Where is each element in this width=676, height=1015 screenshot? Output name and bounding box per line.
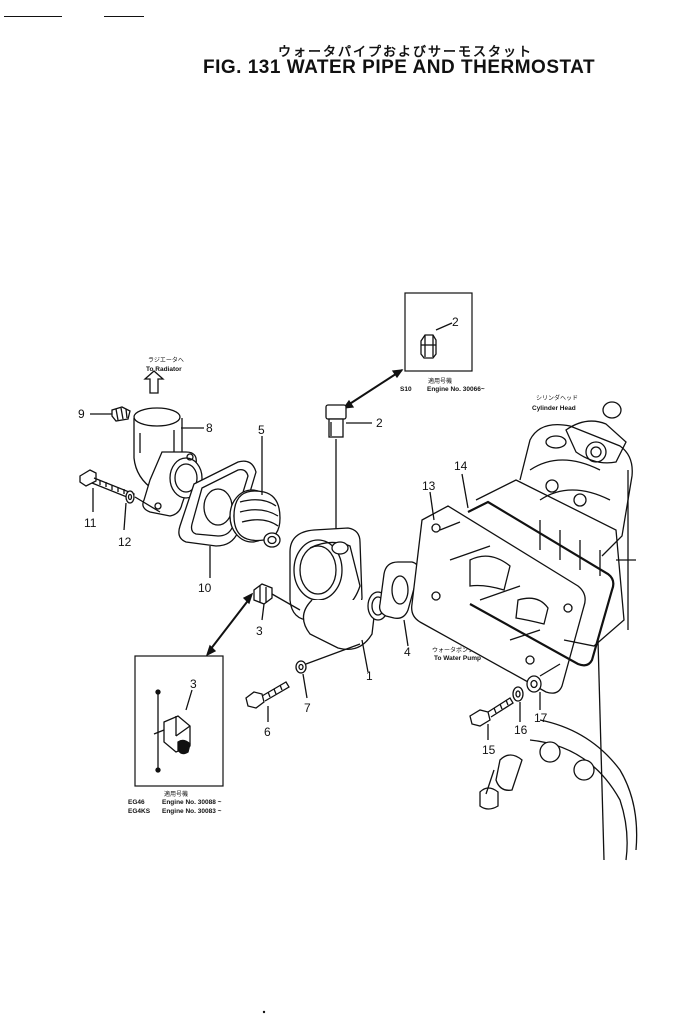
callout-7: 7: [304, 701, 311, 715]
callout-14: 14: [454, 459, 468, 473]
leader-arrow-inset-bottom: [205, 592, 254, 657]
callout-1: 1: [366, 669, 373, 683]
cylinder-head-jp: シリンダヘッド: [536, 394, 578, 402]
callout-4: 4: [404, 645, 411, 659]
to-water-pump-jp: ウォータポンプへ: [432, 646, 480, 654]
inset-bottom-row1-engine: Engine No. 30088 ~: [162, 799, 222, 806]
part-15-bolt: [469, 697, 514, 740]
inset-bottom-applies-jp: 適用号機: [164, 790, 188, 798]
callout-3: 3: [256, 624, 263, 638]
part-3-thermo-sensor: [253, 583, 301, 621]
figure-title-japanese: ウォータパイプおよびサーモスタット: [278, 45, 534, 60]
sensor-icon: [153, 715, 191, 755]
part-7-washer: [295, 643, 361, 699]
callout-6: 6: [264, 725, 271, 739]
part-1-thermostat-housing: [289, 527, 389, 673]
inset-bottom-row2-model: EG4KS: [128, 808, 151, 815]
part-6-bolt: [245, 681, 290, 722]
leader-arrow-inset-top: [342, 369, 404, 409]
inset-box-top: 2: [404, 292, 473, 372]
callout-9: 9: [78, 407, 85, 421]
part-12-washer: [123, 490, 161, 531]
callout-16: 16: [514, 723, 528, 737]
callout-2: 2: [376, 416, 383, 430]
part-2-plug: [325, 404, 372, 545]
inset-bottom-row1-model: EG46: [128, 799, 145, 806]
callout-3-inset: 3: [190, 677, 197, 691]
lower-pipe-assembly: [479, 639, 638, 861]
inset-top-engine: Engine No. 30066~: [427, 386, 485, 393]
part-5-thermostat: [229, 436, 281, 548]
callout-13: 13: [422, 479, 436, 493]
plug-icon: [420, 334, 437, 359]
part-8-outlet-pipe: [133, 407, 204, 517]
callout-15: 15: [482, 743, 496, 757]
part-16-washer: [512, 686, 524, 722]
callout-2-inset: 2: [452, 315, 459, 329]
to-radiator-jp: ラジエータへ: [148, 356, 184, 364]
to-radiator-label: To Radiator: [146, 366, 182, 373]
header-rule-right: [104, 16, 144, 17]
part-4-gasket: [378, 561, 420, 647]
figure-title: FIG. 131 WATER PIPE AND THERMOSTAT: [203, 57, 596, 78]
part-11-bolt: [79, 469, 135, 512]
part-13-plate: [411, 491, 586, 694]
callout-11: 11: [84, 516, 97, 530]
cylinder-head-assembly: [475, 401, 636, 647]
callout-8: 8: [206, 421, 213, 435]
part-14-gasket: [461, 473, 615, 667]
inset-bottom-row2-engine: Engine No. 30083 ~: [162, 808, 222, 815]
callout-12: 12: [118, 535, 132, 549]
cylinder-head-label: Cylinder Head: [532, 405, 576, 412]
callout-17: 17: [534, 711, 548, 725]
inset-top-applies-jp: 適用号機: [428, 377, 452, 385]
part-17-washer: [526, 663, 561, 710]
inset-box-bottom: 3: [134, 655, 224, 787]
header-rule-left: [4, 16, 62, 17]
to-water-pump-label: To Water Pump: [434, 655, 481, 662]
callout-5: 5: [258, 423, 265, 437]
part-9-plug: [90, 406, 131, 422]
callout-10: 10: [198, 581, 212, 595]
inset-top-model: S10: [400, 386, 412, 393]
arrow-up-to-radiator: [143, 370, 165, 394]
